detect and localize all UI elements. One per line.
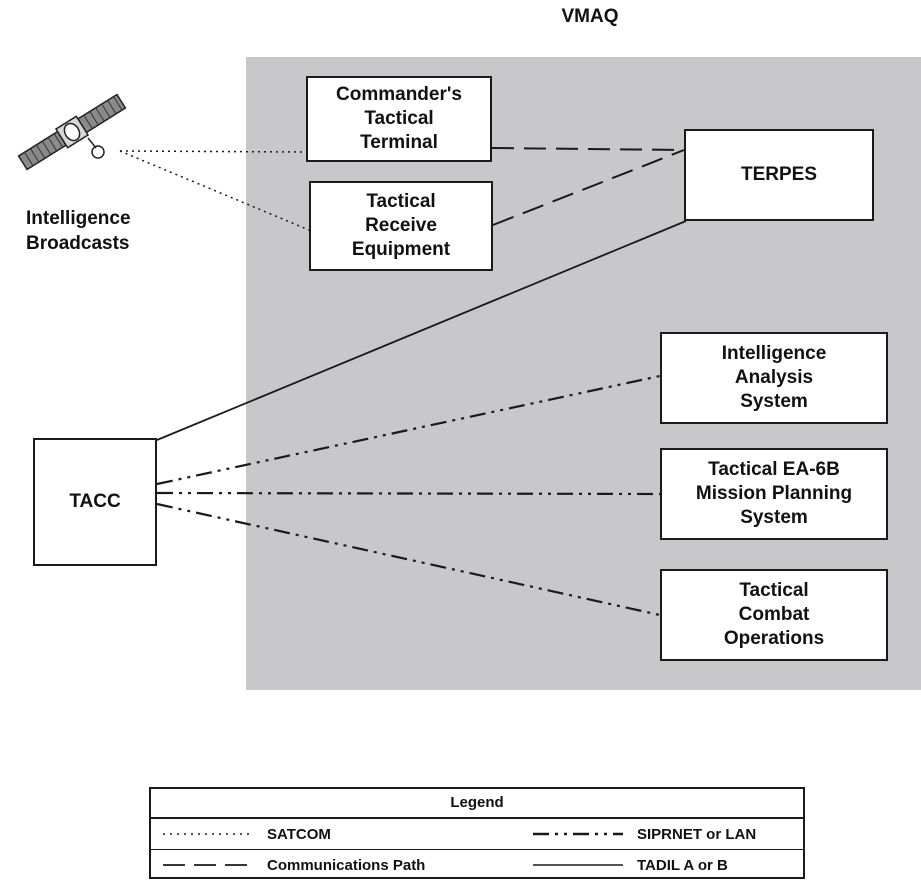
siprnet-link-tacc-tco bbox=[156, 502, 661, 617]
tactical-combat-operations-box: Tactical Combat Operations bbox=[660, 569, 888, 661]
legend-item-siprnet: SIPRNET or LAN bbox=[533, 819, 756, 849]
legend: Legend SATCOM SIPRNET or LAN Communicati… bbox=[149, 787, 805, 879]
comm-path-ctt-terpes bbox=[491, 147, 685, 151]
tacc-box: TACC bbox=[33, 438, 157, 566]
tactical-receive-equipment-box: Tactical Receive Equipment bbox=[309, 181, 493, 271]
siprnet-link-tacc-ias bbox=[156, 374, 661, 486]
siprnet-line-swatch bbox=[533, 832, 623, 836]
legend-row-1: SATCOM SIPRNET or LAN bbox=[151, 819, 803, 850]
comm-path-tre-terpes bbox=[492, 149, 685, 226]
intelligence-analysis-system-box: Intelligence Analysis System bbox=[660, 332, 888, 424]
tadil-link-tacc-terpes bbox=[156, 220, 687, 441]
terpes-box: TERPES bbox=[684, 129, 874, 221]
satellite-label: Intelligence Broadcasts bbox=[26, 208, 131, 254]
commanders-tactical-terminal-box: Commander's Tactical Terminal bbox=[306, 76, 492, 162]
comm-path-line-swatch bbox=[163, 864, 253, 866]
legend-title: Legend bbox=[151, 789, 803, 819]
legend-item-comm-path: Communications Path bbox=[163, 850, 425, 880]
legend-row-2: Communications Path TADIL A or B bbox=[151, 850, 803, 880]
satcom-line-swatch bbox=[163, 833, 253, 835]
satellite-icon bbox=[17, 93, 127, 171]
satcom-link-to-tre bbox=[119, 150, 310, 231]
diagram-title: VMAQ bbox=[561, 6, 619, 27]
satcom-link-to-ctt bbox=[119, 150, 307, 153]
tadil-line-swatch bbox=[533, 864, 623, 866]
legend-item-tadil: TADIL A or B bbox=[533, 850, 728, 880]
siprnet-link-tacc-mps bbox=[156, 491, 661, 496]
tactical-ea6b-mission-planning-system-box: Tactical EA-6B Mission Planning System bbox=[660, 448, 888, 540]
legend-item-satcom: SATCOM bbox=[163, 819, 331, 849]
